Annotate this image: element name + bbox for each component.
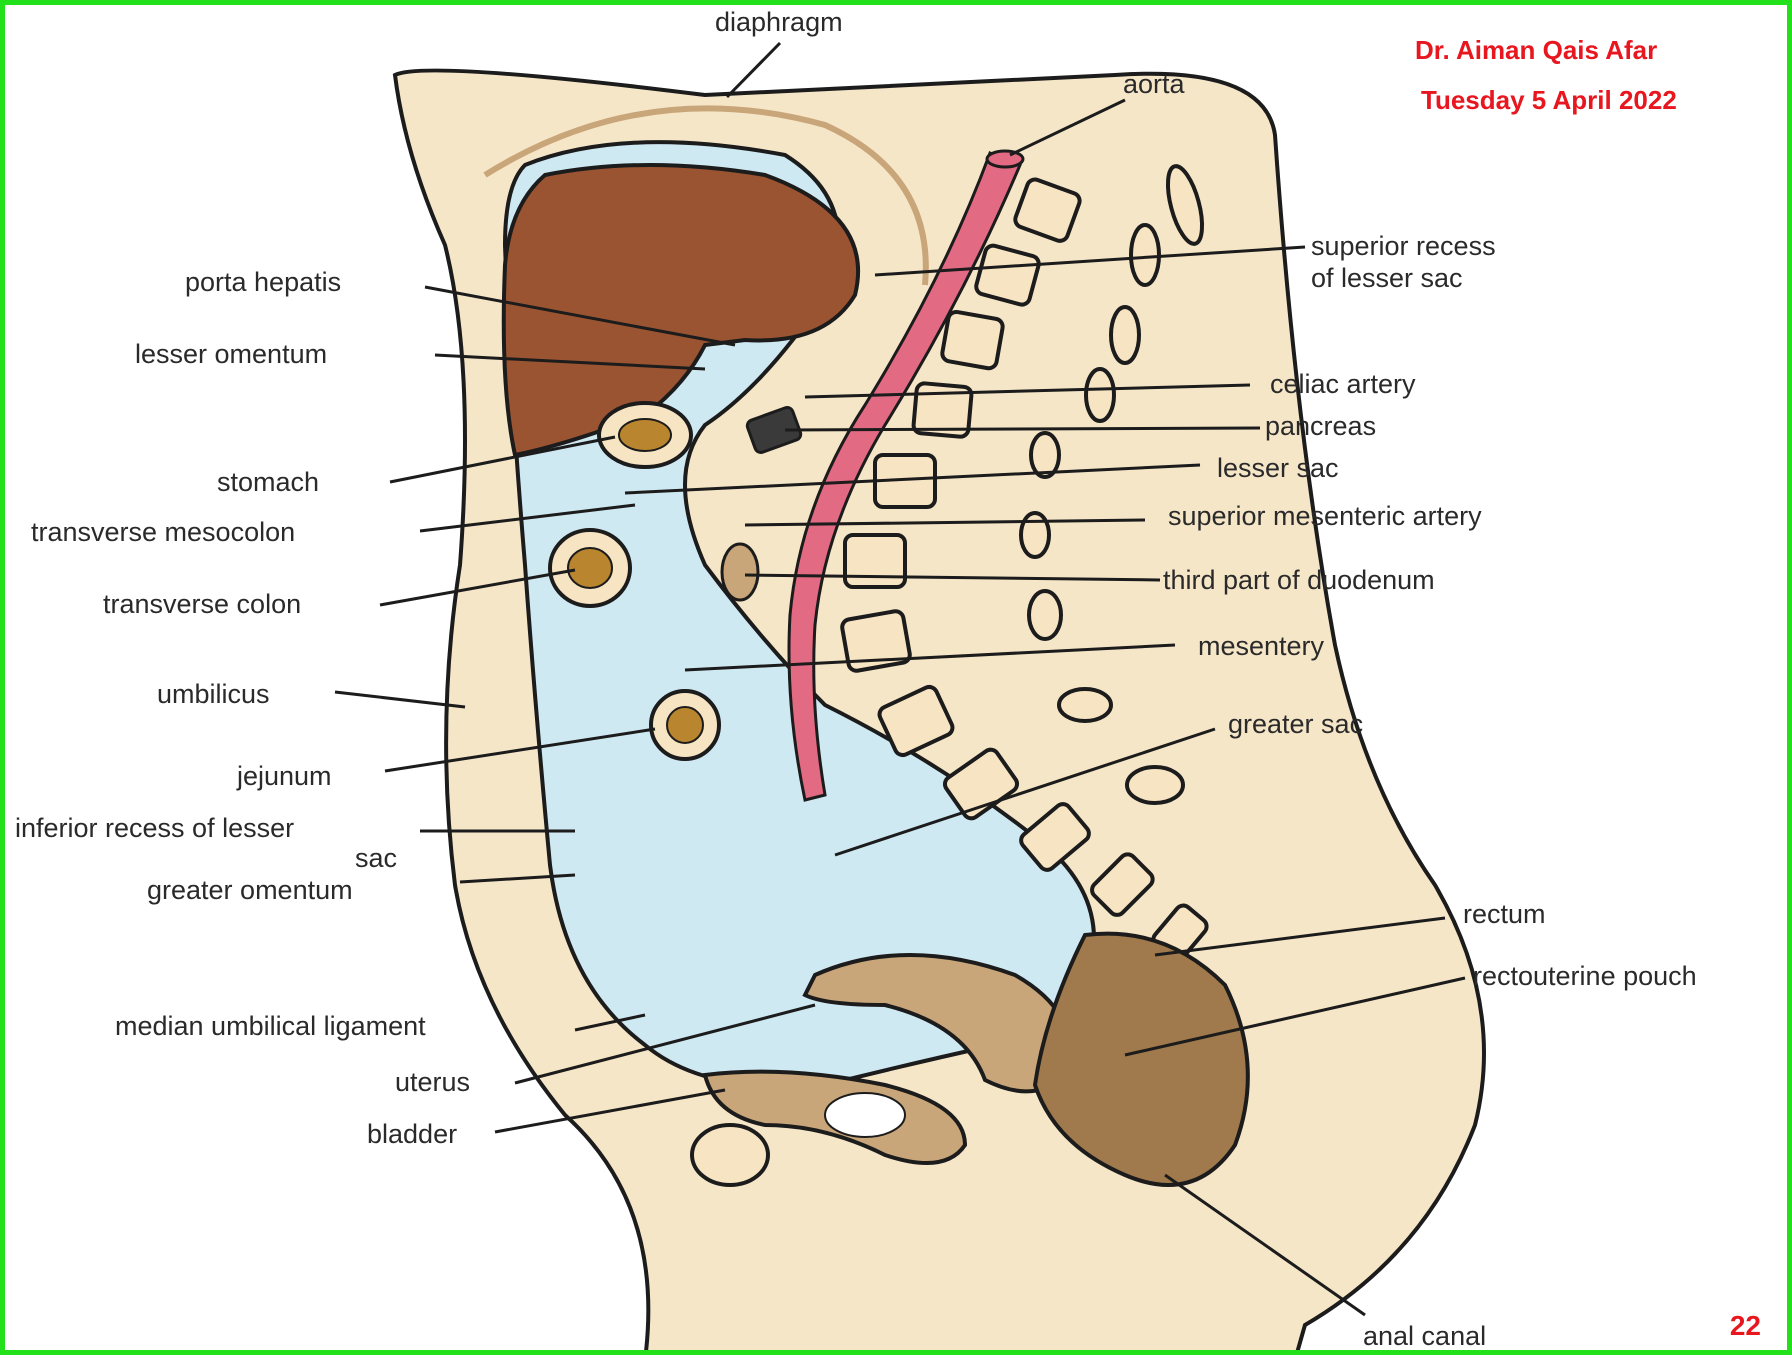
label-porta-hepatis: porta hepatis bbox=[185, 267, 341, 297]
page-number: 22 bbox=[1730, 1310, 1761, 1342]
label-superior-recess-1: superior recess bbox=[1311, 231, 1496, 261]
label-bladder: bladder bbox=[367, 1119, 457, 1149]
label-superior-mesenteric-artery: superior mesenteric artery bbox=[1168, 501, 1482, 531]
label-diaphragm: diaphragm bbox=[715, 7, 843, 37]
label-inferior-recess-1: inferior recess of lesser bbox=[15, 813, 294, 843]
label-jejunum: jejunum bbox=[236, 761, 332, 791]
presentation-date: Tuesday 5 April 2022 bbox=[1421, 85, 1677, 116]
label-rectouterine-pouch: rectouterine pouch bbox=[1473, 961, 1697, 991]
aorta-end bbox=[987, 151, 1023, 167]
jejunum-organ bbox=[651, 691, 719, 759]
label-inferior-recess-2: sac bbox=[355, 843, 397, 873]
bladder-lumen bbox=[825, 1093, 905, 1137]
label-stomach: stomach bbox=[217, 467, 319, 497]
label-aorta: aorta bbox=[1123, 69, 1186, 99]
label-superior-recess-2: of lesser sac bbox=[1311, 263, 1463, 293]
label-anal-canal: anal canal bbox=[1363, 1321, 1486, 1351]
label-lesser-sac: lesser sac bbox=[1217, 453, 1339, 483]
label-umbilicus: umbilicus bbox=[157, 679, 270, 709]
label-greater-omentum: greater omentum bbox=[147, 875, 353, 905]
label-rectum: rectum bbox=[1463, 899, 1546, 929]
label-pancreas: pancreas bbox=[1265, 411, 1376, 441]
label-greater-sac: greater sac bbox=[1228, 709, 1363, 739]
label-lesser-omentum: lesser omentum bbox=[135, 339, 327, 369]
label-median-umbilical-ligament: median umbilical ligament bbox=[115, 1011, 426, 1041]
label-transverse-colon: transverse colon bbox=[103, 589, 301, 619]
transverse-colon-organ bbox=[550, 530, 630, 606]
label-transverse-mesocolon: transverse mesocolon bbox=[31, 517, 295, 547]
label-mesentery: mesentery bbox=[1198, 631, 1325, 661]
peritoneum-sagittal-diagram: diaphragm aorta superior recess of lesse… bbox=[5, 5, 1792, 1355]
label-uterus: uterus bbox=[395, 1067, 470, 1097]
duodenum-organ bbox=[722, 544, 758, 600]
label-celiac-artery: celiac artery bbox=[1270, 369, 1416, 399]
label-third-part-duodenum: third part of duodenum bbox=[1163, 565, 1435, 595]
symphysis bbox=[692, 1125, 768, 1185]
author-name: Dr. Aiman Qais Afar bbox=[1415, 35, 1657, 66]
stomach-organ bbox=[599, 403, 691, 467]
